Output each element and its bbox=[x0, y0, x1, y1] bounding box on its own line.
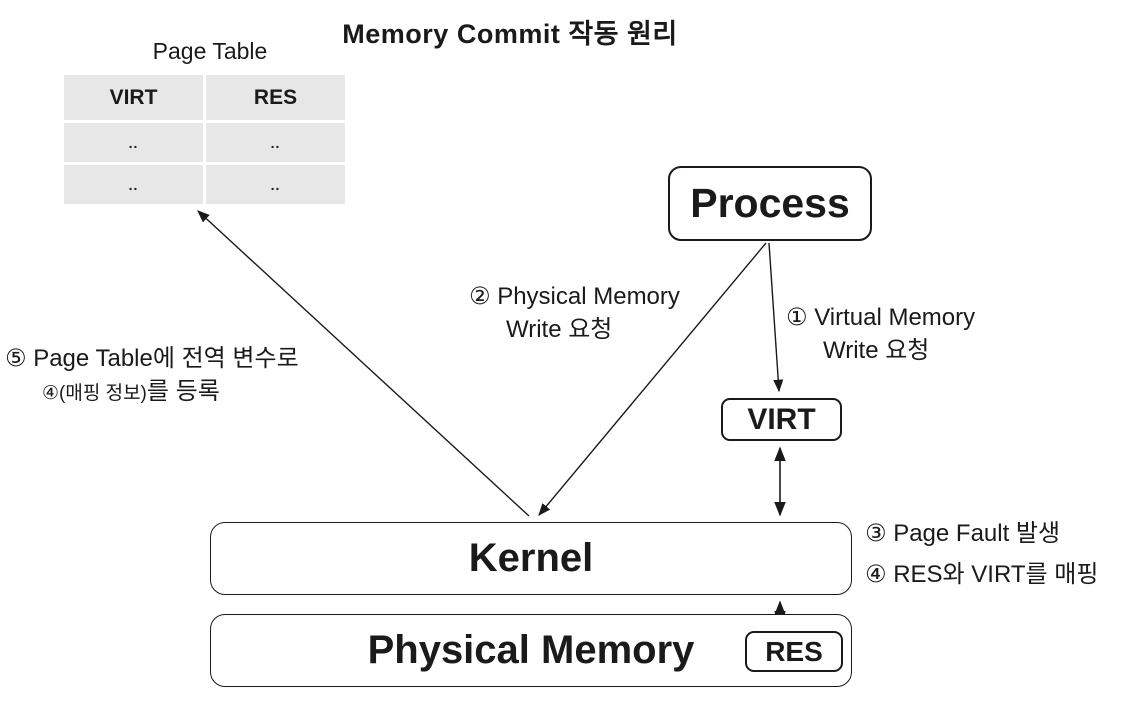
annotation-step4: ④ RES와 VIRT를 매핑 bbox=[865, 561, 1098, 589]
annotation-step1-line1: ① Virtual Memory bbox=[786, 301, 975, 334]
arrow-process-to-virt bbox=[768, 242, 784, 393]
diagram-title: Memory Commit 작동 원리 bbox=[342, 19, 678, 49]
step1-number: ① bbox=[786, 304, 808, 331]
step5-mapping-info: ④(매핑 정보) bbox=[42, 383, 147, 404]
page-table-cell-r2-res: .. bbox=[206, 165, 345, 204]
annotation-step1: ① Virtual Memory Write 요청 bbox=[786, 301, 975, 367]
page-table: VIRT RES .. .. .. .. bbox=[64, 75, 345, 204]
step1-text: Virtual Memory bbox=[814, 304, 976, 331]
step5-number: ⑤ bbox=[5, 345, 27, 372]
page-table-label: Page Table bbox=[152, 38, 268, 64]
annotation-step1-line2: Write 요청 bbox=[823, 337, 930, 364]
process-box: Process bbox=[668, 166, 872, 241]
page-table-header-virt: VIRT bbox=[64, 75, 203, 120]
annotation-step2: ② Physical Memory Write 요청 bbox=[469, 280, 680, 346]
annotation-step5-line2: ④(매핑 정보)를 등록 bbox=[5, 375, 299, 410]
annotation-step5: ⑤ Page Table에 전역 변수로 ④(매핑 정보)를 등록 bbox=[5, 342, 299, 410]
annotation-step2-line2: Write 요청 bbox=[506, 316, 613, 343]
physical-memory-box: Physical Memory bbox=[210, 614, 852, 687]
annotation-step5-line1: ⑤ Page Table에 전역 변수로 bbox=[5, 342, 299, 375]
page-table-header-res: RES bbox=[206, 75, 345, 120]
page-table-cell-r1-virt: .. bbox=[64, 123, 203, 162]
page-table-cell-r1-res: .. bbox=[206, 123, 345, 162]
step5-register-text: 를 등록 bbox=[146, 378, 220, 405]
step4-text: RES와 VIRT를 매핑 bbox=[893, 561, 1099, 588]
step3-number: ③ bbox=[865, 520, 887, 547]
annotation-step3: ③ Page Fault 발생 bbox=[865, 520, 1098, 548]
res-box: RES bbox=[745, 631, 843, 672]
step4-number: ④ bbox=[865, 561, 887, 588]
step5-text: Page Table에 전역 변수로 bbox=[33, 345, 299, 372]
annotation-step2-line1: ② Physical Memory bbox=[469, 280, 680, 313]
virt-box: VIRT bbox=[721, 398, 842, 441]
page-table-cell-r2-virt: .. bbox=[64, 165, 203, 204]
step2-text: Physical Memory bbox=[497, 283, 680, 310]
annotation-steps-3-4: ③ Page Fault 발생 ④ RES와 VIRT를 매핑 bbox=[865, 520, 1098, 602]
step2-number: ② bbox=[469, 283, 491, 310]
step3-text: Page Fault 발생 bbox=[893, 520, 1061, 547]
kernel-box: Kernel bbox=[210, 522, 852, 595]
